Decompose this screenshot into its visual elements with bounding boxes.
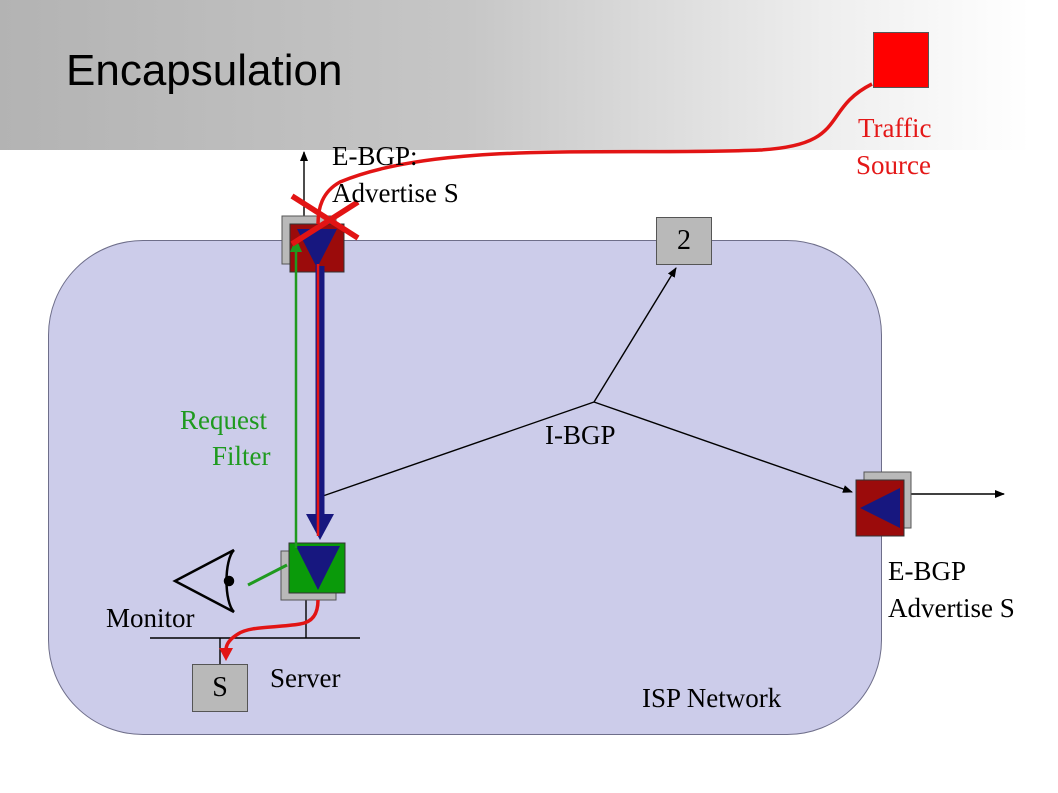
ibgp-links	[319, 267, 853, 498]
monitor-link	[247, 563, 288, 587]
triangle-down-icon	[297, 229, 337, 268]
ibgp-label: I-BGP	[545, 420, 616, 450]
page-title: Encapsulation	[66, 46, 343, 95]
monitor-label: Monitor	[106, 603, 195, 633]
traffic-source-label-line1: Traffic	[858, 113, 932, 143]
edge-router-bottom	[280, 542, 346, 601]
monitor-eye-icon	[172, 548, 236, 614]
ibgp-link-to-router-2	[593, 267, 677, 403]
traffic-source-label-line2: Source	[856, 150, 931, 180]
ebgp-top-label-line2: Advertise S	[332, 178, 459, 208]
request-filter-label-line1: Request	[180, 405, 267, 435]
server-label: Server	[270, 663, 341, 693]
ebgp-right-label-line1: E-BGP	[888, 556, 967, 586]
triangle-left-icon	[860, 488, 900, 528]
server-s: S	[192, 664, 248, 712]
isp-network-region	[48, 240, 882, 735]
edge-router-right	[855, 471, 912, 537]
blocked-x-icon	[290, 193, 360, 247]
request-filter-label-line2: Filter	[212, 441, 271, 471]
triangle-down-icon	[296, 546, 340, 590]
encapsulation-tunnel	[306, 264, 334, 540]
delivery-to-server-path	[219, 599, 320, 661]
ibgp-link-to-bottom-router	[319, 401, 595, 498]
ebgp-top-label-line1: E-BGP:	[332, 141, 418, 171]
request-filter-arrow	[290, 238, 302, 548]
router-2: 2	[656, 217, 712, 265]
ebgp-right-label-line2: Advertise S	[888, 593, 1015, 623]
traffic-source-node	[873, 32, 929, 88]
traffic-path	[316, 82, 873, 225]
title-bar	[0, 0, 1030, 150]
server-lan	[150, 600, 360, 665]
ibgp-link-to-right-router	[593, 401, 853, 493]
isp-network-label: ISP Network	[642, 683, 782, 713]
